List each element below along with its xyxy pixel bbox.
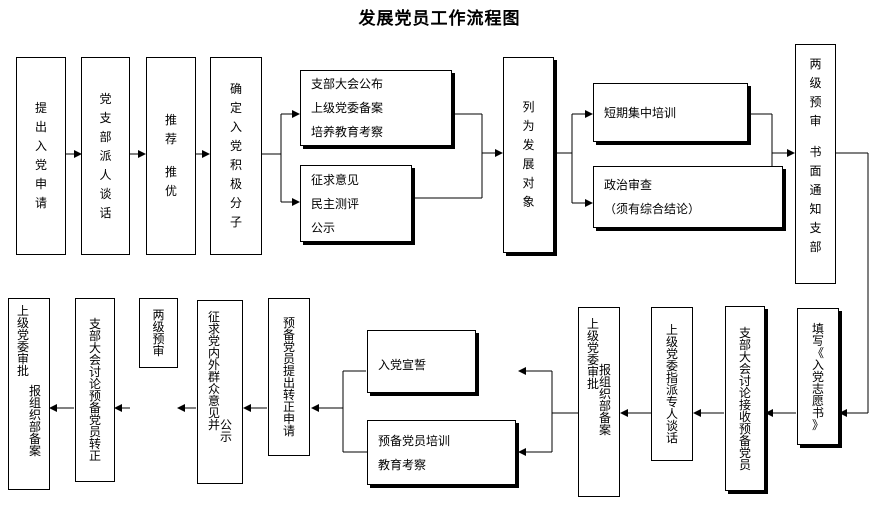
public-col-2: 公示: [219, 418, 232, 444]
fill-form-box: 填写《入党志愿书》: [797, 308, 839, 445]
two-level-box: 两级预审: [139, 298, 178, 368]
two-level-text: 两级预审: [152, 308, 165, 358]
final-col-2: 报组织部备案: [28, 384, 41, 458]
talk-box: 党支部派人谈话: [81, 57, 130, 255]
activist-text: 确定入党积极分子: [229, 82, 242, 229]
target-box: 列为发展对象: [503, 57, 554, 253]
review-text: 政治审查（须有综合结论）: [604, 178, 701, 216]
review-box: 政治审查（须有综合结论）: [593, 166, 783, 228]
notify-box: 两级预审 书面通知支部: [795, 44, 836, 284]
branch-full-box: 支部大会讨论预备党员转正: [75, 298, 115, 482]
branch-accept-text: 支部大会讨论接收预备党员: [738, 325, 751, 472]
approve-col-2: 报组织部备案: [598, 363, 611, 437]
public-col-1: 征求党内外群众意见并: [208, 310, 221, 432]
recommend-text-2: 推优: [164, 165, 177, 198]
apply-text: 提出入党申请: [34, 101, 47, 210]
notify-text-1: 两级预审: [809, 57, 822, 128]
public-box: 征求党内外群众意见并 公示: [197, 300, 243, 484]
page-title: 发展党员工作流程图: [358, 9, 521, 29]
oath-box: 入党宣誓: [367, 330, 476, 393]
opinion-box: 征求意见民主测评公示: [300, 165, 412, 242]
fill-form-text: 填写《入党志愿书》: [811, 321, 824, 432]
target-text: 列为发展对象: [522, 100, 535, 209]
oath-text: 入党宣誓: [378, 358, 427, 372]
apply-full-text: 预备党员提出转正申请: [282, 316, 295, 438]
branch-full-text: 支部大会讨论预备党员转正: [88, 317, 101, 463]
notify-text-2: 书面通知支部: [809, 145, 822, 254]
prob-training-text: 预备党员培训教育考察: [378, 433, 451, 472]
final-col-1: 上级党委审批: [17, 304, 30, 378]
branch-accept-box: 支部大会讨论接收预备党员: [725, 306, 765, 491]
publicity-text: 支部大会公布上级党委备案培养教育考察: [311, 77, 384, 139]
opinion-text: 征求意见民主测评公示: [311, 172, 360, 235]
apply-full-box: 预备党员提出转正申请: [268, 298, 310, 456]
final-box: 上级党委审批 报组织部备案: [8, 298, 50, 490]
approve-col-1: 上级党委审批: [587, 317, 600, 391]
recommend-box: 推荐 推优: [146, 57, 196, 255]
prob-training-box: 预备党员培训教育考察: [367, 420, 516, 485]
training-box: 短期集中培训: [593, 83, 748, 142]
apply-box: 提出入党申请: [16, 57, 66, 255]
publicity-box: 支部大会公布上级党委备案培养教育考察: [300, 70, 452, 146]
assign-talk-text: 上级党委指派专人谈话: [665, 323, 678, 445]
talk-text: 党支部派人谈话: [99, 91, 112, 220]
activist-box: 确定入党积极分子: [210, 57, 262, 255]
recommend-text-1: 推荐: [164, 113, 177, 146]
training-text: 短期集中培训: [604, 105, 677, 120]
approve-box: 上级党委审批 报组织部备案: [578, 307, 620, 497]
assign-talk-box: 上级党委指派专人谈话: [651, 307, 693, 461]
